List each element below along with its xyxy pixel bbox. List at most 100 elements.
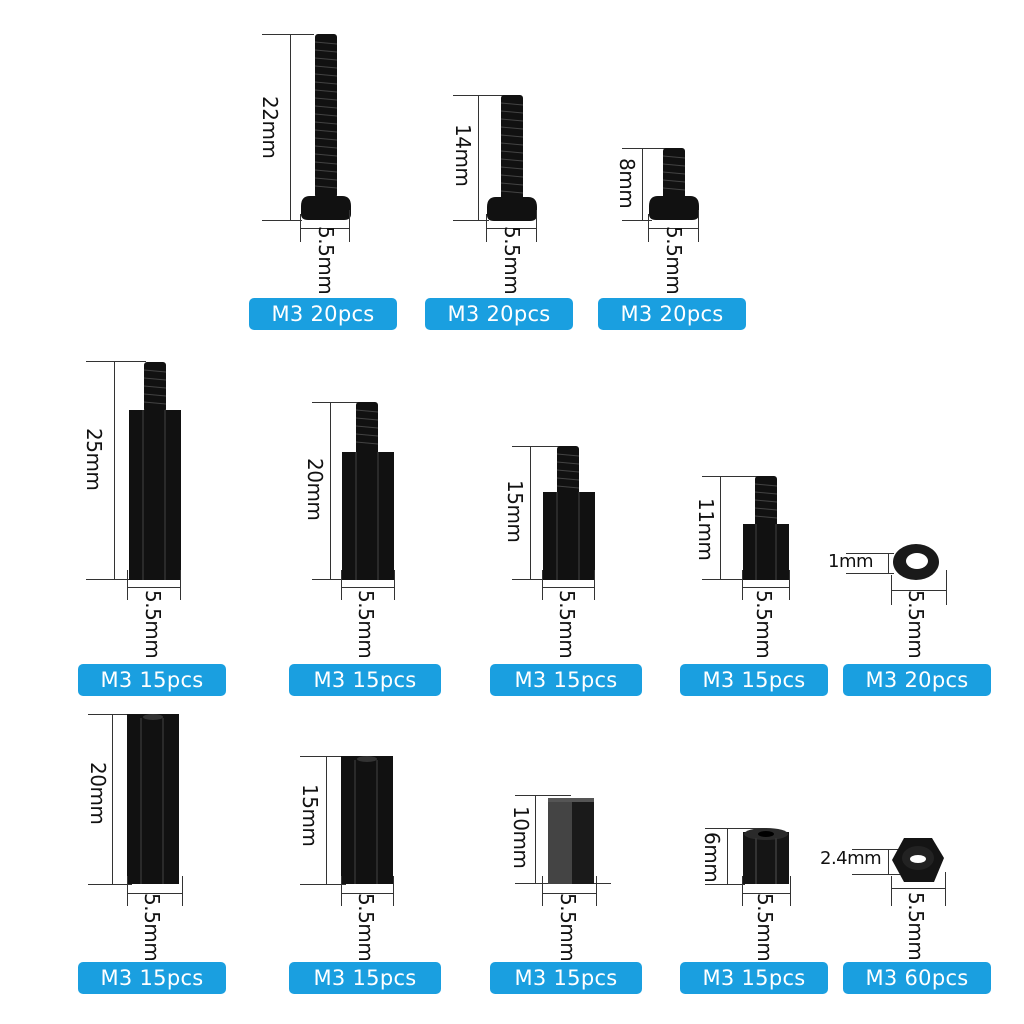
dimension-line bbox=[300, 884, 346, 885]
dimension-line bbox=[341, 876, 342, 906]
quantity-badge: M3 15pcs bbox=[78, 962, 226, 994]
length-label: 8mm bbox=[615, 158, 639, 209]
dimension-line bbox=[742, 893, 791, 894]
dimension-line bbox=[888, 849, 889, 874]
width-label: 5.5mm bbox=[662, 226, 686, 295]
length-label: 6mm bbox=[700, 832, 724, 883]
quantity-badge: M3 20pcs bbox=[843, 664, 991, 696]
width-label: 5.5mm bbox=[904, 590, 928, 659]
dimension-line bbox=[596, 876, 597, 906]
dimension-line bbox=[535, 795, 536, 883]
quantity-badge: M3 15pcs bbox=[289, 962, 441, 994]
standoff-icon bbox=[548, 798, 594, 884]
dimension-line bbox=[705, 884, 745, 885]
standoff-icon bbox=[743, 828, 789, 884]
dimension-line bbox=[127, 587, 181, 588]
dimension-line bbox=[88, 714, 138, 715]
dimension-line bbox=[891, 876, 892, 906]
quantity-badge: M3 20pcs bbox=[598, 298, 746, 330]
dimension-line bbox=[127, 570, 128, 600]
dimension-line bbox=[727, 828, 728, 884]
dimension-line bbox=[594, 570, 595, 600]
dimension-line bbox=[622, 148, 682, 149]
dimension-line bbox=[127, 893, 183, 894]
standoff-icon bbox=[129, 362, 181, 580]
quantity-badge: M3 15pcs bbox=[680, 962, 828, 994]
dimension-line bbox=[453, 220, 489, 221]
dimension-line bbox=[536, 210, 537, 242]
width-label: 5.5mm bbox=[140, 893, 164, 962]
dimension-line bbox=[648, 228, 699, 229]
dimension-line bbox=[262, 220, 302, 221]
dimension-line bbox=[112, 714, 113, 884]
length-label: 20mm bbox=[303, 458, 327, 521]
dimension-line bbox=[88, 884, 132, 885]
dimension-line bbox=[341, 893, 394, 894]
dimension-line bbox=[453, 95, 518, 96]
length-label: 10mm bbox=[509, 806, 533, 869]
dimension-line bbox=[300, 756, 360, 757]
dimension-line bbox=[542, 587, 595, 588]
dimension-line bbox=[478, 95, 479, 220]
dimension-line bbox=[512, 446, 568, 447]
dimension-line bbox=[846, 573, 894, 574]
dimension-line bbox=[312, 402, 368, 403]
dimension-line bbox=[742, 876, 743, 906]
length-label: 14mm bbox=[451, 124, 475, 187]
length-label: 22mm bbox=[258, 96, 282, 159]
dimension-line bbox=[341, 570, 342, 600]
dimension-line bbox=[542, 876, 543, 906]
dimension-line bbox=[742, 570, 743, 600]
length-label: 25mm bbox=[82, 428, 106, 491]
dimension-line bbox=[86, 361, 146, 362]
dimension-line bbox=[262, 34, 314, 35]
standoff-icon bbox=[342, 402, 394, 580]
quantity-badge: M3 15pcs bbox=[680, 664, 828, 696]
width-label: 5.5mm bbox=[753, 893, 777, 962]
dimension-line bbox=[698, 210, 699, 242]
width-label: 5.5mm bbox=[556, 893, 580, 962]
quantity-badge: M3 15pcs bbox=[289, 664, 441, 696]
dimension-line bbox=[86, 579, 136, 580]
dimension-line bbox=[512, 579, 542, 580]
screw-icon bbox=[487, 95, 537, 221]
dimension-line bbox=[642, 148, 643, 220]
hex-nut-icon bbox=[892, 838, 944, 882]
dimension-line bbox=[789, 570, 790, 600]
dimension-line bbox=[790, 876, 791, 906]
dimension-line bbox=[530, 446, 531, 579]
dimension-line bbox=[720, 476, 721, 579]
dimension-line bbox=[330, 402, 331, 579]
standoff-icon bbox=[341, 756, 393, 884]
screw-icon bbox=[301, 34, 351, 220]
width-label: 5.5mm bbox=[314, 226, 338, 295]
dimension-line bbox=[349, 210, 350, 242]
dimension-line bbox=[946, 570, 947, 605]
dimension-line bbox=[394, 570, 395, 600]
screw-icon bbox=[649, 148, 699, 220]
length-label: 15mm bbox=[298, 784, 322, 847]
width-label: 5.5mm bbox=[354, 590, 378, 659]
quantity-badge: M3 20pcs bbox=[249, 298, 397, 330]
washer-icon bbox=[893, 544, 939, 580]
dimension-line bbox=[182, 876, 183, 906]
dimension-line bbox=[622, 220, 652, 221]
dimension-line bbox=[702, 476, 766, 477]
dimension-line bbox=[180, 570, 181, 600]
dimension-line bbox=[486, 228, 537, 229]
dimension-line bbox=[852, 874, 900, 875]
standoff-icon bbox=[127, 714, 179, 884]
dimension-line bbox=[705, 828, 765, 829]
dimension-line bbox=[114, 361, 115, 579]
length-label: 20mm bbox=[86, 762, 110, 825]
dimension-line bbox=[127, 876, 128, 906]
dimension-line bbox=[702, 579, 742, 580]
quantity-badge: M3 15pcs bbox=[490, 962, 642, 994]
dimension-line bbox=[290, 34, 291, 220]
width-label: 5.5mm bbox=[555, 590, 579, 659]
thickness-label: 2.4mm bbox=[820, 848, 882, 869]
dimension-line bbox=[300, 228, 350, 229]
quantity-badge: M3 60pcs bbox=[843, 962, 991, 994]
dimension-line bbox=[852, 849, 906, 850]
dimension-line bbox=[891, 590, 947, 591]
